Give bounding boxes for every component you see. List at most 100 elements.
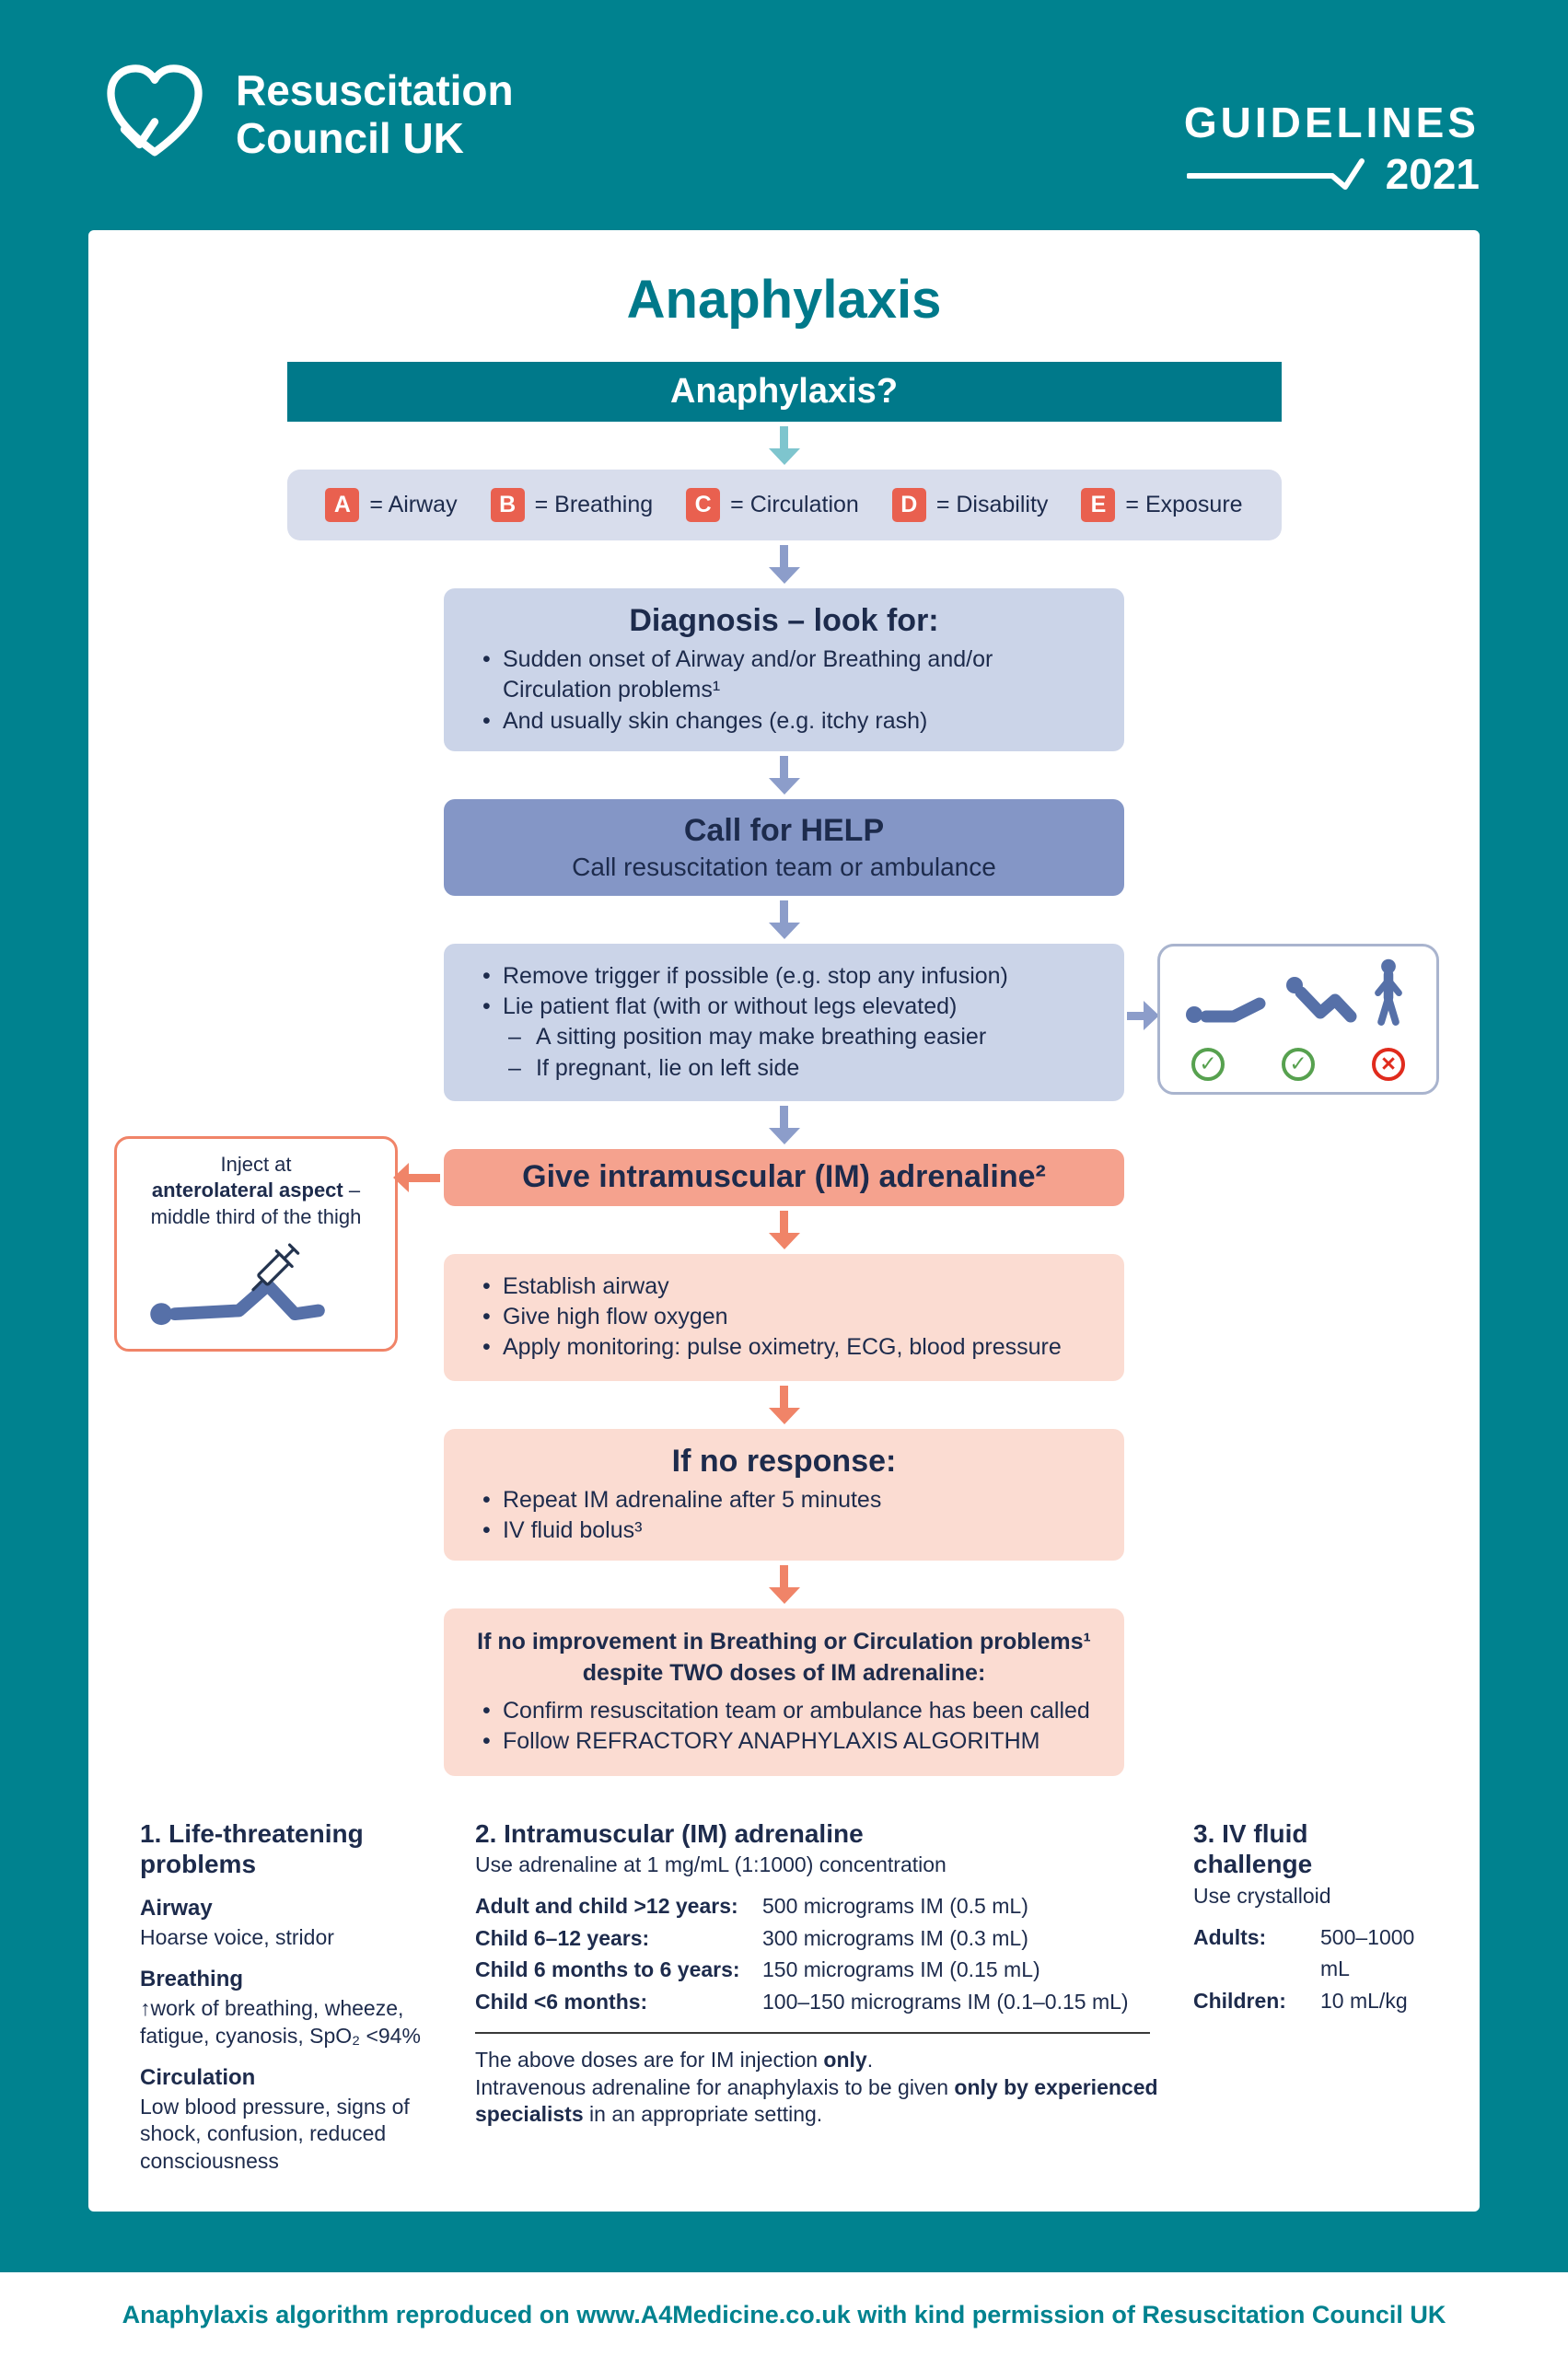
post-adrenaline-bullet: Give high flow oxygen (475, 1302, 1093, 1333)
dose-row: Adult and child >12 years: 500 microgram… (475, 1890, 1164, 1922)
call-help-subtitle: Call resuscitation team or ambulance (572, 852, 996, 881)
arrow-down-icon (780, 1565, 788, 1587)
inject-note-line1: Inject at (220, 1152, 292, 1176)
guidelines-mark: GUIDELINES 2021 (1184, 98, 1480, 199)
arrow-down-icon (780, 1105, 788, 1128)
life-threatening-note: 1. Life-threatening problems Airway Hoar… (140, 1818, 446, 2176)
arrow-left-icon (409, 1173, 440, 1182)
legend-label-disability: = Disability (935, 492, 1049, 517)
legend-label-breathing: = Breathing (534, 492, 654, 517)
iv-label: Children: (1193, 1988, 1286, 2013)
dose-row: Child 6–12 years: 300 micrograms IM (0.3… (475, 1922, 1164, 1955)
arrow-down-icon (780, 545, 788, 567)
check-icon (1282, 1047, 1315, 1081)
legend-item-airway: A = Airway (325, 488, 458, 522)
circulation-text: Low blood pressure, signs of shock, conf… (140, 2095, 410, 2173)
dose-value: 300 micrograms IM (0.3 mL) (762, 1925, 1028, 1950)
check-line-icon (1186, 157, 1384, 191)
arrow-down-icon (780, 426, 788, 448)
logo-text: Resuscitation Council UK (236, 66, 514, 163)
iv-fluid-title: 3. IV fluid challenge (1193, 1818, 1313, 1879)
attribution-text: Anaphylaxis algorithm reproduced on www.… (122, 2300, 1446, 2328)
im-note-1: The above doses are for IM injection onl… (475, 2048, 874, 2073)
initial-action-sub-bullet: If pregnant, lie on left side (475, 1053, 1093, 1085)
im-adrenaline-note: 2. Intramuscular (IM) adrenaline Use adr… (475, 1818, 1164, 2176)
legend-item-circulation: C = Circulation (686, 488, 859, 522)
arrow-down-icon (780, 1210, 788, 1233)
initial-action-sub-bullet: A sitting position may make breathing ea… (475, 1022, 1093, 1053)
no-response-bullet: Repeat IM adrenaline after 5 minutes (475, 1485, 1093, 1516)
guidelines-label: GUIDELINES (1183, 99, 1480, 146)
iv-value: 10 mL/kg (1320, 1988, 1408, 2013)
rcuk-logo: Resuscitation Council UK (98, 57, 514, 171)
algorithm-card: Anaphylaxis Anaphylaxis? A = Airway B = … (88, 230, 1480, 2212)
anaphylaxis-question-banner: Anaphylaxis? (286, 362, 1282, 422)
iv-label: Adults: (1193, 1924, 1267, 1949)
header: Resuscitation Council UK GUIDELINES 2021 (88, 0, 1480, 230)
patient-position-figures (1177, 958, 1420, 1035)
iv-row: Adults: 500–1000 mL (1193, 1922, 1428, 1985)
logo-line2: Council UK (236, 114, 464, 162)
letter-badge-e: E (1081, 488, 1116, 522)
arrow-down-icon (780, 755, 788, 778)
dose-value: 100–150 micrograms IM (0.1–0.15 mL) (762, 1989, 1129, 2014)
arrow-down-icon (780, 900, 788, 923)
dose-table: Adult and child >12 years: 500 microgram… (475, 1890, 1164, 2017)
footnotes: 1. Life-threatening problems Airway Hoar… (88, 1818, 1480, 2212)
im-adrenaline-subtitle: Use adrenaline at 1 mg/mL (1:1000) conce… (475, 1852, 947, 1877)
iv-value: 500–1000 mL (1320, 1924, 1415, 1981)
letter-badge-c: C (686, 488, 721, 522)
airway-text: Hoarse voice, stridor (140, 1924, 334, 1949)
life-threatening-title: 1. Life-threatening problems (140, 1818, 364, 1879)
airway-heading: Airway (140, 1895, 213, 1921)
refractory-bullet: Follow REFRACTORY ANAPHYLAXIS ALGORITHM (475, 1726, 1093, 1758)
post-adrenaline-bullet: Apply monitoring: pulse oximetry, ECG, b… (475, 1332, 1093, 1364)
refractory-title-line2: despite TWO doses of IM adrenaline: (582, 1659, 986, 1686)
legend-label-exposure: = Exposure (1125, 492, 1243, 517)
no-response-bullet: IV fluid bolus³ (475, 1515, 1093, 1547)
inject-note-line3: middle third of the thigh (150, 1204, 362, 1228)
legend-label-airway: = Airway (369, 492, 458, 517)
cross-icon (1372, 1047, 1405, 1081)
dose-value: 150 micrograms IM (0.15 mL) (762, 1957, 1040, 1982)
letter-badge-a: A (325, 488, 360, 522)
standing-patient-icon (1363, 958, 1414, 1035)
legend-item-disability: D = Disability (891, 488, 1049, 522)
lying-patient-icon (1182, 974, 1271, 1035)
iv-row: Children: 10 mL/kg (1193, 1985, 1428, 2017)
initial-actions-row: Remove trigger if possible (e.g. stop an… (88, 943, 1480, 1101)
diagnosis-bullet: And usually skin changes (e.g. itchy ras… (475, 706, 1093, 737)
dose-label: Adult and child >12 years: (475, 1894, 738, 1919)
check-icon (1191, 1047, 1225, 1081)
initial-action-bullet: Lie patient flat (with or without legs e… (475, 992, 1093, 1023)
dose-label: Child 6 months to 6 years: (475, 1957, 740, 1982)
refractory-bullet: Confirm resuscitation team or ambulance … (475, 1696, 1093, 1727)
refractory-box: If no improvement in Breathing or Circul… (444, 1608, 1124, 1776)
no-response-title: If no response: (671, 1443, 897, 1479)
initial-actions-box: Remove trigger if possible (e.g. stop an… (444, 943, 1124, 1101)
dose-row: Child <6 months: 100–150 micrograms IM (… (475, 1986, 1164, 2018)
logo-line1: Resuscitation (236, 65, 514, 114)
im-note-2: Intravenous adrenaline for anaphylaxis t… (475, 2074, 1158, 2126)
iv-fluid-note: 3. IV fluid challenge Use crystalloid Ad… (1193, 1818, 1428, 2176)
call-help-title: Call for HELP (683, 812, 885, 848)
circulation-heading: Circulation (140, 2065, 256, 2090)
attribution-bar: Anaphylaxis algorithm reproduced on www.… (0, 2272, 1568, 2357)
adrenaline-row: Inject at anterolateral aspect – middle … (88, 1135, 1480, 1352)
diagnosis-title: Diagnosis – look for: (629, 603, 939, 638)
divider (475, 2032, 1151, 2035)
diagnosis-box: Diagnosis – look for: Sudden onset of Ai… (444, 588, 1124, 751)
arrow-down-icon (780, 1385, 788, 1408)
injection-note-box: Inject at anterolateral aspect – middle … (114, 1135, 398, 1352)
reclined-patient-icon (1272, 974, 1361, 1035)
dose-row: Child 6 months to 6 years: 150 microgram… (475, 1954, 1164, 1986)
post-adrenaline-bullet: Establish airway (475, 1271, 1093, 1303)
guidelines-year: 2021 (1385, 150, 1480, 198)
letter-badge-b: B (490, 488, 525, 522)
dose-label: Child <6 months: (475, 1989, 648, 2014)
legend-label-circulation: = Circulation (730, 492, 859, 517)
heart-pulse-icon (98, 57, 212, 171)
dose-value: 500 micrograms IM (0.5 mL) (762, 1894, 1028, 1919)
diagnosis-bullet: Sudden onset of Airway and/or Breathing … (475, 644, 1093, 706)
breathing-text: ↑work of breathing, wheeze, fatigue, cya… (140, 1996, 421, 2048)
